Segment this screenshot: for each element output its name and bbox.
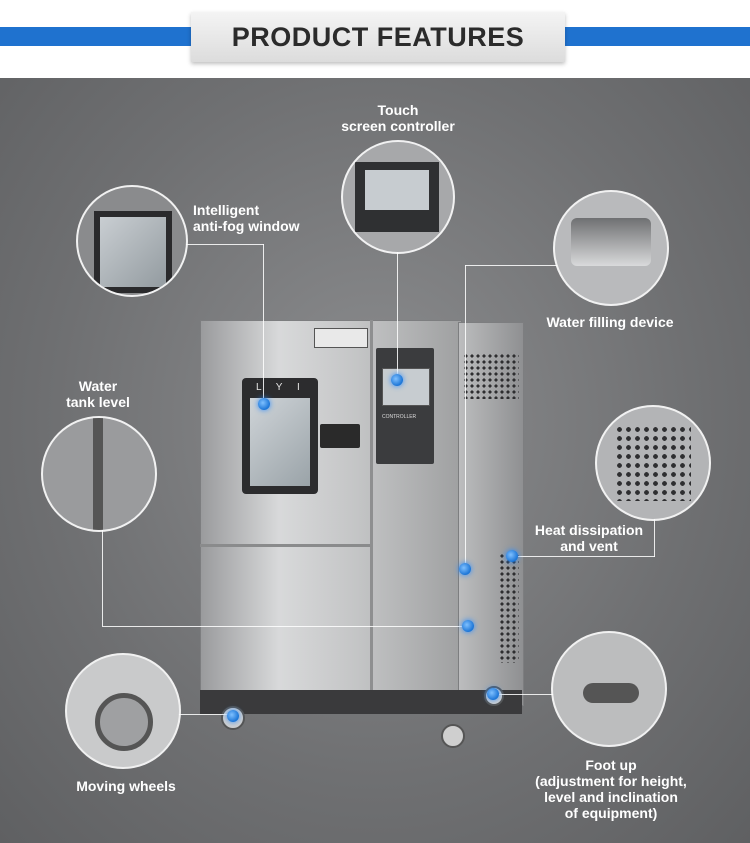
label-foot-up: Foot up (adjustment for height, level an… <box>516 757 706 821</box>
door-vertical-divider <box>370 320 373 690</box>
connector-wheel <box>175 714 233 715</box>
header-right-bar <box>565 27 750 46</box>
label-water-tank-line2: tank level <box>66 394 130 410</box>
detail-water-tank <box>43 418 155 530</box>
label-moving-wheels-line1: Moving wheels <box>76 778 176 794</box>
door-handle <box>320 424 360 448</box>
marker-foot-up <box>487 688 499 700</box>
detail-moving-wheels <box>67 655 179 767</box>
detail-tank-seam <box>93 418 103 530</box>
detail-wheel <box>95 693 153 751</box>
door-divider <box>200 544 372 547</box>
detail-anti-fog-frame <box>94 211 172 293</box>
label-touch-screen-line2: screen controller <box>341 118 455 134</box>
wheel-right <box>441 724 465 748</box>
label-foot-up-line3: level and inclination <box>544 789 678 805</box>
header: PRODUCT FEATURES <box>0 0 750 78</box>
caution-labels <box>314 328 368 348</box>
marker-wheels <box>227 710 239 722</box>
header-left-bar <box>0 27 191 46</box>
label-water-tank: Water tank level <box>50 378 146 410</box>
label-water-filling: Water filling device <box>536 314 684 330</box>
detail-screen <box>355 162 439 232</box>
label-foot-up-line1: Foot up <box>585 757 637 773</box>
side-vent-top <box>463 353 519 399</box>
connector-vent-h <box>512 556 655 557</box>
marker-anti-fog <box>258 398 270 410</box>
detail-filling-port <box>571 218 651 266</box>
viewing-window: L Y I <box>242 378 318 494</box>
label-anti-fog: Intelligent anti-fog window <box>193 202 300 234</box>
detail-touch-screen <box>343 142 453 252</box>
label-heat-vent: Heat dissipation and vent <box>524 522 654 554</box>
window-brand: L Y I <box>256 382 306 393</box>
page-title: PRODUCT FEATURES <box>231 21 525 52</box>
label-foot-up-line4: of equipment) <box>564 805 658 821</box>
detail-foot-up <box>553 633 665 745</box>
label-touch-screen-line1: Touch <box>377 102 419 118</box>
label-heat-vent-line2: and vent <box>560 538 618 554</box>
connector-tank-v <box>102 528 103 626</box>
label-anti-fog-line1: Intelligent <box>193 202 260 218</box>
connector-tank-h <box>102 626 468 627</box>
connector-vent-v <box>654 518 655 557</box>
panel-text: CONTROLLER <box>382 414 417 420</box>
controller-panel: CONTROLLER <box>376 348 434 464</box>
detail-vent-grille <box>615 425 691 501</box>
connector-touch <box>397 248 398 380</box>
chamber-base <box>200 690 522 714</box>
title-box: PRODUCT FEATURES <box>191 12 565 62</box>
connector-water-fill-v <box>465 265 466 569</box>
label-foot-up-line2: (adjustment for height, <box>535 773 687 789</box>
label-heat-vent-line1: Heat dissipation <box>534 522 644 538</box>
connector-antifog-h <box>186 244 264 245</box>
connector-water-fill-h <box>465 265 557 266</box>
marker-heat-vent <box>506 550 518 562</box>
detail-screen-display <box>365 170 429 210</box>
label-water-tank-line1: Water <box>78 378 118 394</box>
label-water-filling-line1: Water filling device <box>546 314 674 330</box>
marker-water-fill <box>459 563 471 575</box>
detail-heat-vent <box>597 407 709 519</box>
detail-anti-fog <box>78 187 186 295</box>
connector-antifog-v <box>263 244 264 404</box>
side-vent-bottom <box>499 553 519 663</box>
label-anti-fog-line2: anti-fog window <box>193 218 300 234</box>
window-glass <box>250 398 310 486</box>
connector-foot <box>493 694 555 695</box>
marker-touch-screen <box>391 374 403 386</box>
detail-water-filling <box>555 192 667 304</box>
touch-screen <box>382 368 430 406</box>
label-moving-wheels: Moving wheels <box>66 778 186 794</box>
chamber-side <box>458 322 524 706</box>
label-touch-screen: Touch screen controller <box>330 102 466 134</box>
marker-water-tank <box>462 620 474 632</box>
detail-foot <box>583 683 639 703</box>
